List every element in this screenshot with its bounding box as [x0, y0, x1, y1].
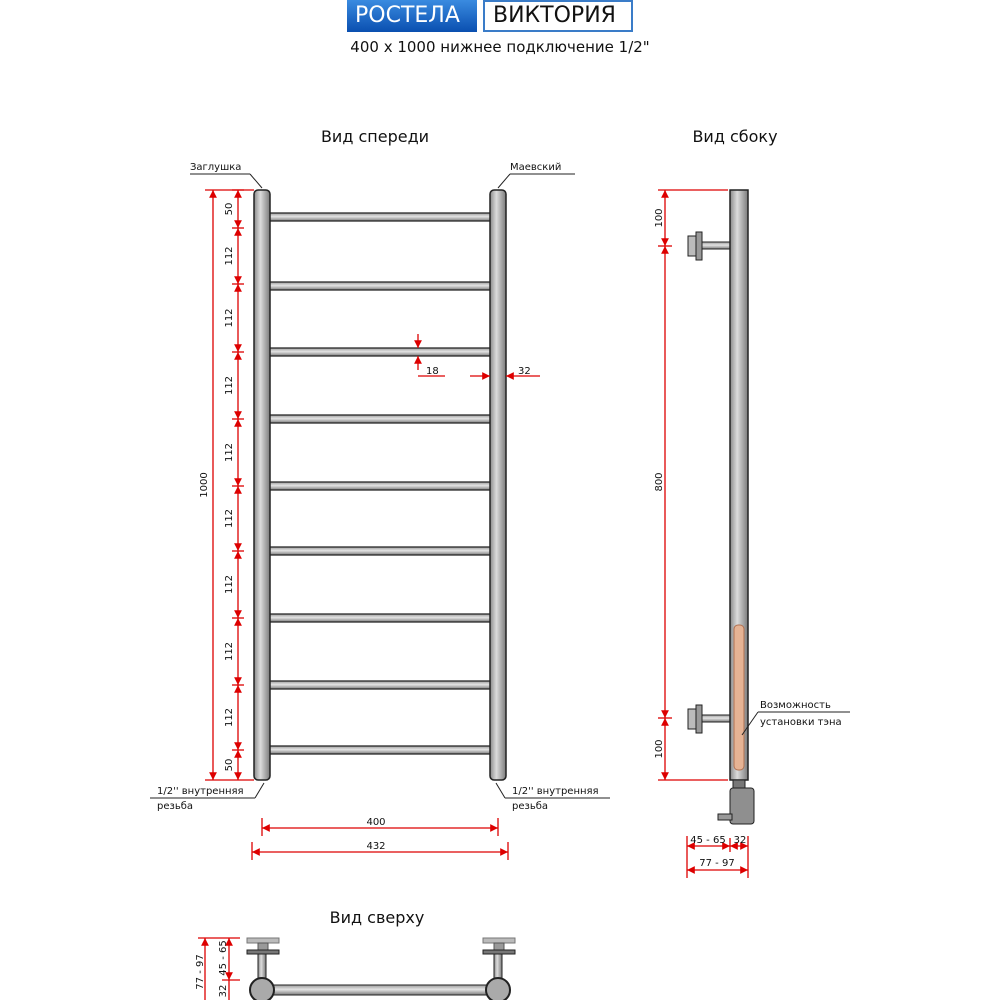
top-view-drawing [246, 937, 516, 1000]
product-subtitle: 400 x 1000 нижнее подключение 1/2" [350, 38, 650, 56]
brand-logo: РОСТЕЛА [347, 0, 477, 32]
heater-element [733, 624, 745, 771]
dim-wall-gap: 45 - 65 [690, 835, 725, 846]
valve-callout: Маевский [497, 162, 575, 189]
side-view-title: Вид сбоку [692, 127, 777, 146]
thread-right-line1: 1/2'' внутренняя [512, 786, 599, 797]
rung [265, 212, 495, 222]
dim-side-top: 100 [654, 208, 665, 227]
dim-segment-label: 50 [224, 203, 235, 216]
thread-right-callout: 1/2'' внутренняя резьба [495, 782, 610, 812]
right-pole [489, 189, 507, 781]
side-bracket-top [687, 231, 731, 261]
dim-18-label: 18 [426, 366, 439, 377]
rung [265, 414, 495, 424]
heater-note-line2: установки тэна [760, 717, 842, 728]
side-bracket-bottom [687, 704, 731, 734]
dim-400-label: 400 [366, 817, 385, 828]
front-rungs [265, 212, 495, 755]
dim-center-distance: 400 [261, 817, 499, 836]
thread-left-line1: 1/2'' внутренняя [157, 786, 244, 797]
top-dim-pole: 32 [218, 985, 229, 998]
dim-total-depth: 77 - 97 [699, 858, 734, 869]
dim-segment-label: 112 [224, 575, 235, 594]
rung [265, 281, 495, 291]
top-view-title: Вид сверху [330, 908, 425, 927]
rung [265, 613, 495, 623]
model-name: ВИКТОРИЯ [483, 0, 633, 32]
dim-total-height: 1000 [199, 472, 210, 497]
plug-label: Заглушка [190, 162, 241, 173]
heater-note-line1: Возможность [760, 700, 831, 711]
valve-label: Маевский [510, 162, 561, 173]
dim-segment-label: 112 [224, 642, 235, 661]
front-vertical-dimensions: 50 112 112 112 112 112 112 112 112 50 [224, 189, 244, 780]
thread-right-line2: резьба [512, 801, 548, 812]
dim-segment-label: 112 [224, 246, 235, 265]
dim-segment-label: 112 [224, 376, 235, 395]
dim-rung-diameter: 18 [414, 334, 445, 377]
rung [265, 546, 495, 556]
dim-segment-label: 50 [224, 759, 235, 772]
rung [265, 680, 495, 690]
rung [265, 347, 495, 357]
thread-left-callout: 1/2'' внутренняя резьба [150, 782, 265, 812]
left-pole [253, 189, 271, 781]
dim-segment-label: 112 [224, 443, 235, 462]
plug-callout: Заглушка [190, 162, 263, 189]
top-view-dimensions: 77 - 97 45 - 65 32 [195, 937, 240, 1000]
dim-32-label: 32 [518, 366, 531, 377]
dim-pole-diameter: 32 [470, 366, 540, 380]
dim-segment-label: 112 [224, 308, 235, 327]
heater-callout: Возможность установки тэна [741, 700, 850, 736]
top-dim-wall-gap: 45 - 65 [218, 940, 229, 975]
front-view-title: Вид спереди [321, 127, 429, 146]
dim-side-bottom: 100 [654, 739, 665, 758]
dim-segment-label: 112 [224, 708, 235, 727]
top-dim-total-depth: 77 - 97 [195, 954, 206, 989]
thread-left-line2: резьба [157, 801, 193, 812]
rung [265, 481, 495, 491]
dim-side-pole: 32 [734, 835, 747, 846]
dim-overall-width: 432 [251, 841, 509, 860]
side-depth-dimensions: 45 - 65 32 77 - 97 [686, 835, 749, 878]
dim-side-middle: 800 [654, 472, 665, 491]
rung [265, 745, 495, 755]
dim-432-label: 432 [366, 841, 385, 852]
heater-box [717, 779, 755, 825]
side-vertical-dimensions: 100 800 100 [654, 189, 728, 781]
dim-segment-label: 112 [224, 509, 235, 528]
